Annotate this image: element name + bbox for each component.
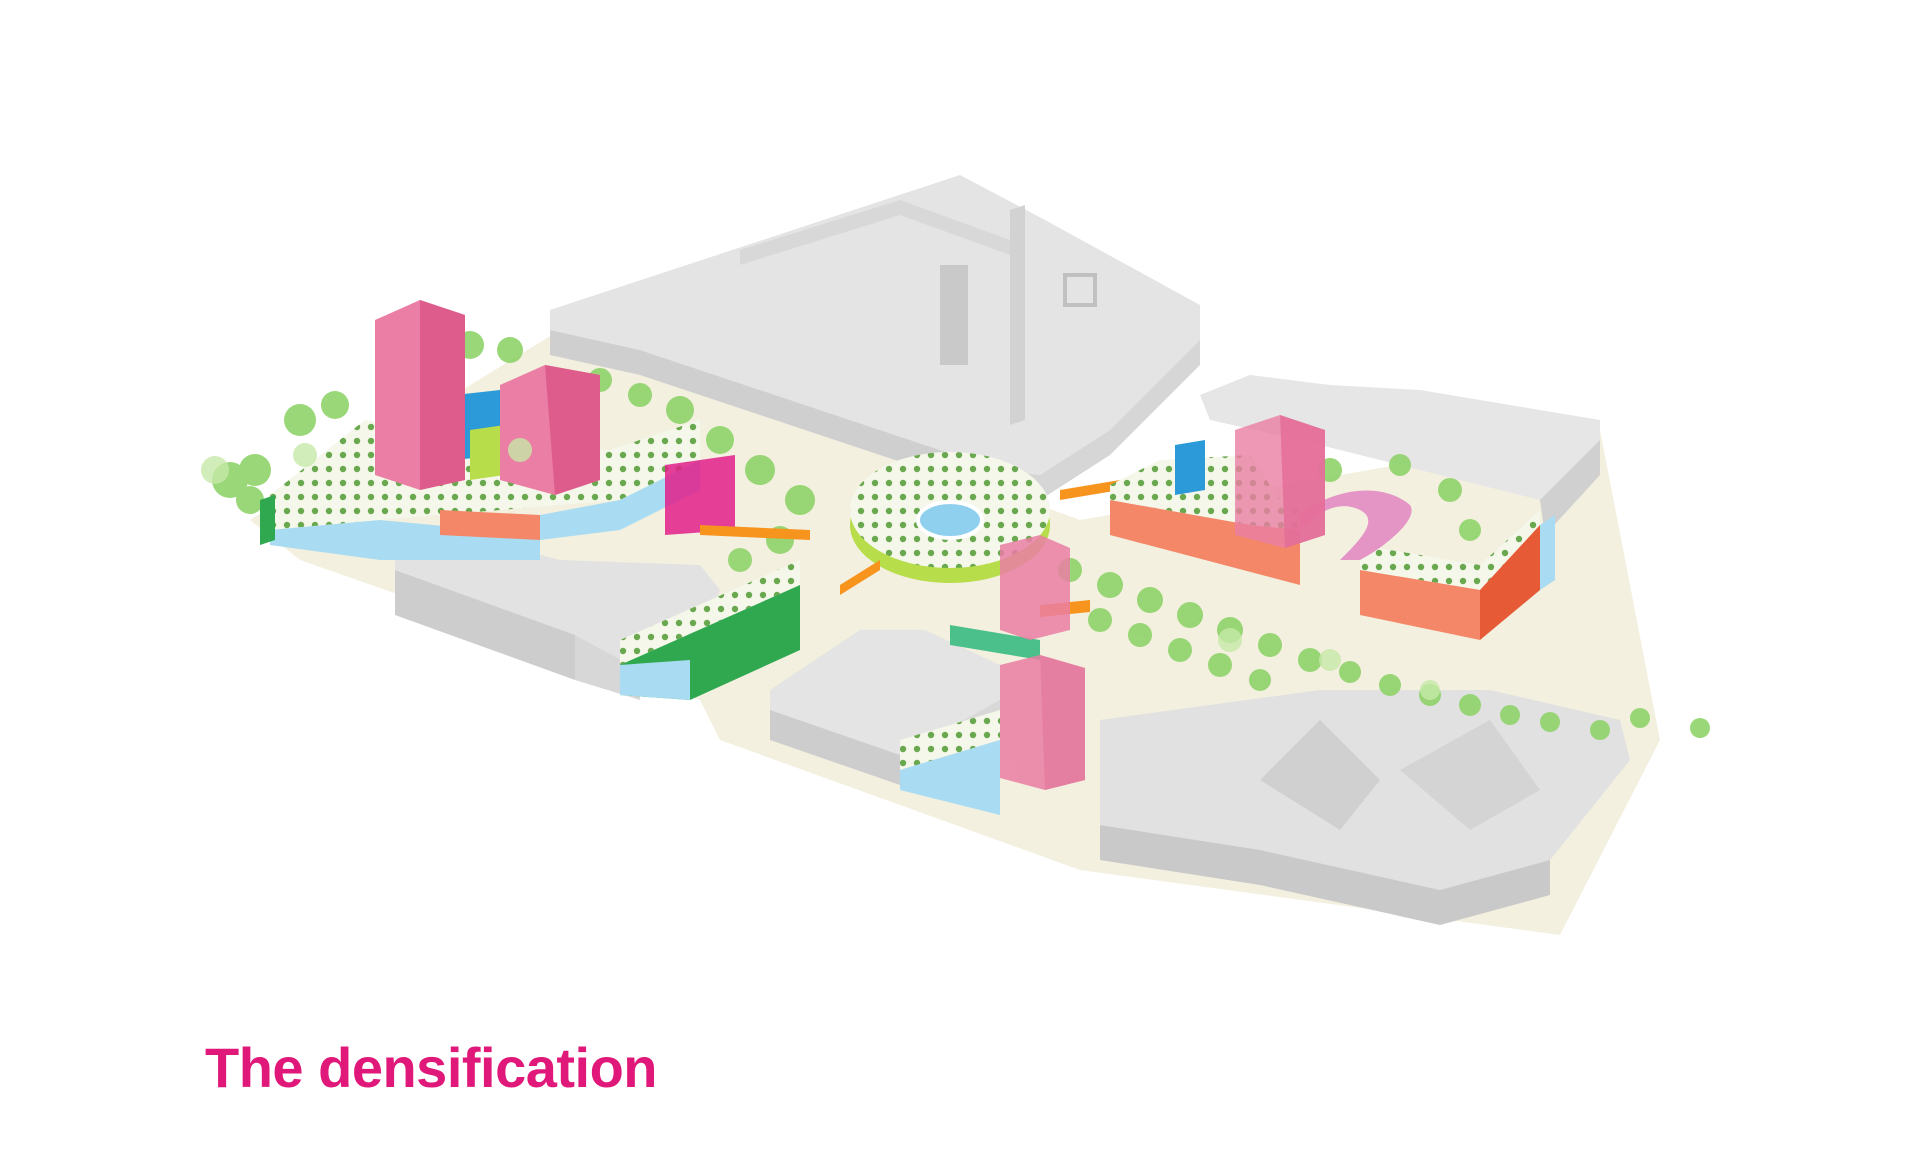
existing-east-block <box>1200 375 1600 535</box>
central-pink-towers <box>1000 535 1085 790</box>
southwest-green-facade-block <box>620 560 800 700</box>
tree-rows <box>212 331 1710 740</box>
existing-southeast-hall <box>1100 690 1630 925</box>
west-new-block <box>260 300 735 560</box>
diagram-caption: The densification <box>205 1036 658 1099</box>
east-new-block <box>1110 415 1555 640</box>
south-new-block <box>900 710 1000 815</box>
existing-north-block <box>550 175 1200 500</box>
tree-accents-light <box>201 438 1440 700</box>
